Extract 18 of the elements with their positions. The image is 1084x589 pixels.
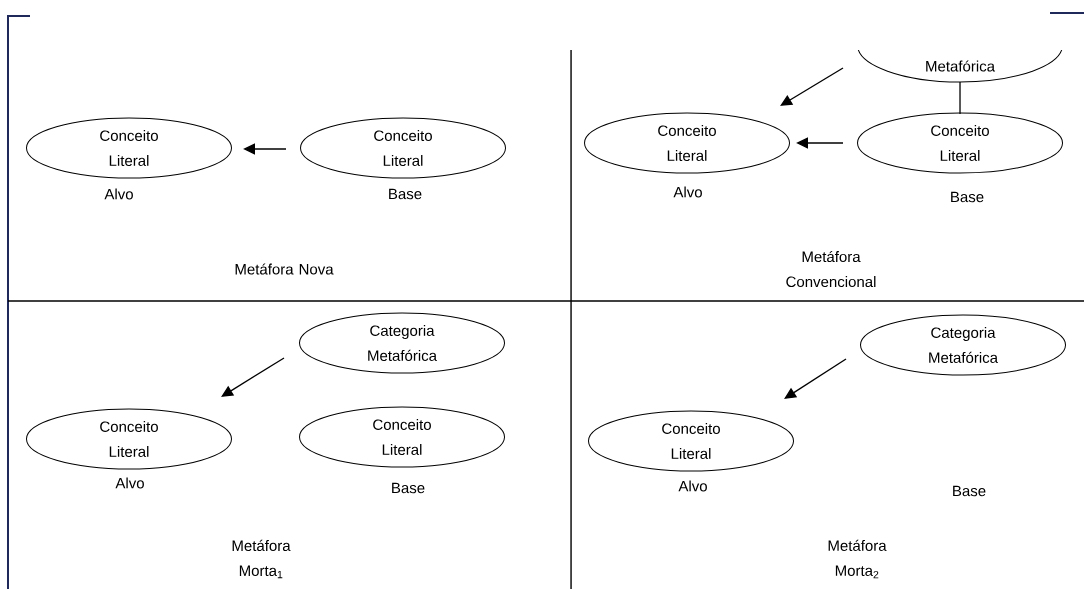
panel-caption: Metáfora Morta$_{1}$ [232,539,291,579]
connector-line [959,81,961,115]
node-caption: Alvo [673,186,702,198]
arrow [796,137,844,149]
node-caption: Base [392,482,425,494]
node-caption: Alvo [678,480,707,492]
arrow [221,357,285,397]
arrow [243,143,287,155]
arrow [780,67,844,106]
node-caption: Base [389,188,422,200]
node-caption: Alvo [104,188,133,200]
node-caption: Alvo [115,477,144,489]
panel-caption: Base [953,485,986,497]
panel-caption: Metáfora Convencional [786,250,876,288]
panel-caption: Metáfora Morta$_{2}$ [828,539,887,579]
arrow [784,358,847,399]
node-caption: Base [951,191,984,203]
panel-caption: Metáfora Nova [235,263,334,275]
